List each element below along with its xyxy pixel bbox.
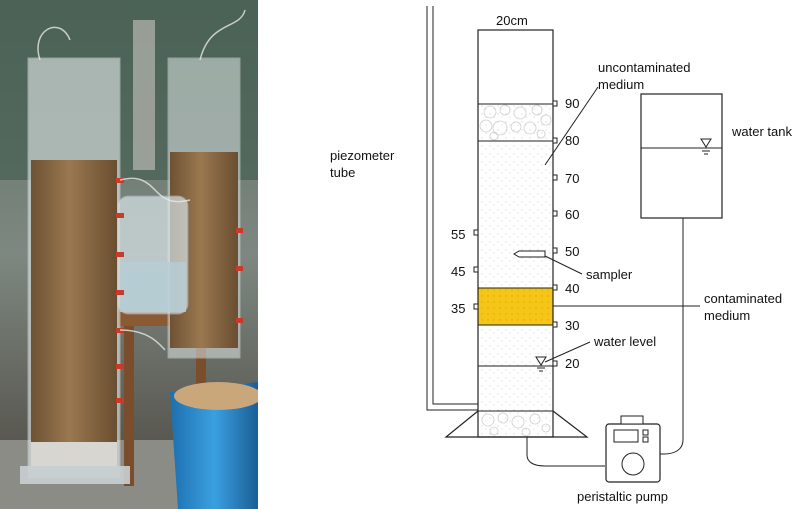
uncontaminated-label-line2: medium <box>598 77 644 92</box>
tick-label-45: 45 <box>451 264 465 279</box>
tick-label-35: 35 <box>451 301 465 316</box>
table-leg <box>124 326 134 486</box>
piezometer-tube <box>426 6 478 411</box>
column-fill <box>478 104 553 437</box>
bottle-water <box>120 262 186 312</box>
column-stand <box>444 410 589 438</box>
sampler-icon <box>513 250 546 258</box>
water-tank <box>640 93 723 219</box>
top-gravel-layer <box>479 104 552 141</box>
tick-label-50: 50 <box>565 244 579 259</box>
tick-label-30: 30 <box>565 318 579 333</box>
back-column-pipe <box>133 20 155 170</box>
tick-label-55: 55 <box>451 227 465 242</box>
peristaltic-pump <box>605 415 661 483</box>
sampler-leader <box>544 255 583 275</box>
contaminated-layer <box>478 288 553 325</box>
sampler-label: sampler <box>586 267 633 282</box>
left-scale-labels: 55 45 35 <box>451 227 465 316</box>
tubing <box>37 9 246 351</box>
left-column-soil <box>31 160 117 442</box>
connecting-tubing <box>526 218 684 467</box>
piezometer-label-line1: piezometer <box>330 148 395 163</box>
contaminated-label-line2: medium <box>704 308 750 323</box>
tick-label-20: 20 <box>565 356 579 371</box>
tick-label-60: 60 <box>565 207 579 222</box>
water-tank-label: water tank <box>731 124 792 139</box>
left-scale-marks <box>473 229 479 310</box>
bottom-gravel-layer <box>481 412 551 437</box>
uncontaminated-label-line1: uncontaminated <box>598 60 691 75</box>
uncontaminated-leader <box>544 86 599 166</box>
layer-boundaries <box>478 103 553 412</box>
water-level-label: water level <box>593 334 656 349</box>
left-column-gravel <box>31 442 117 466</box>
bucket-sand <box>174 382 258 410</box>
piezometer-label-line2: tube <box>330 165 355 180</box>
blue-bucket <box>170 382 258 509</box>
apparatus-photo <box>0 0 258 509</box>
contaminated-label-line1: contaminated <box>704 291 782 306</box>
tank-water-level-symbol <box>700 138 712 155</box>
right-scale-marks <box>552 100 558 367</box>
tick-label-90: 90 <box>565 96 579 111</box>
peristaltic-pump-label: peristaltic pump <box>577 489 668 504</box>
water-level-symbol <box>535 356 547 372</box>
tick-label-80: 80 <box>565 133 579 148</box>
water-level-leader <box>544 341 591 363</box>
left-column-base <box>20 466 130 484</box>
column-width-label: 20cm <box>496 13 528 28</box>
tick-label-40: 40 <box>565 281 579 296</box>
tick-label-70: 70 <box>565 171 579 186</box>
right-scale-labels: 90 80 70 60 50 40 30 20 <box>565 96 579 371</box>
